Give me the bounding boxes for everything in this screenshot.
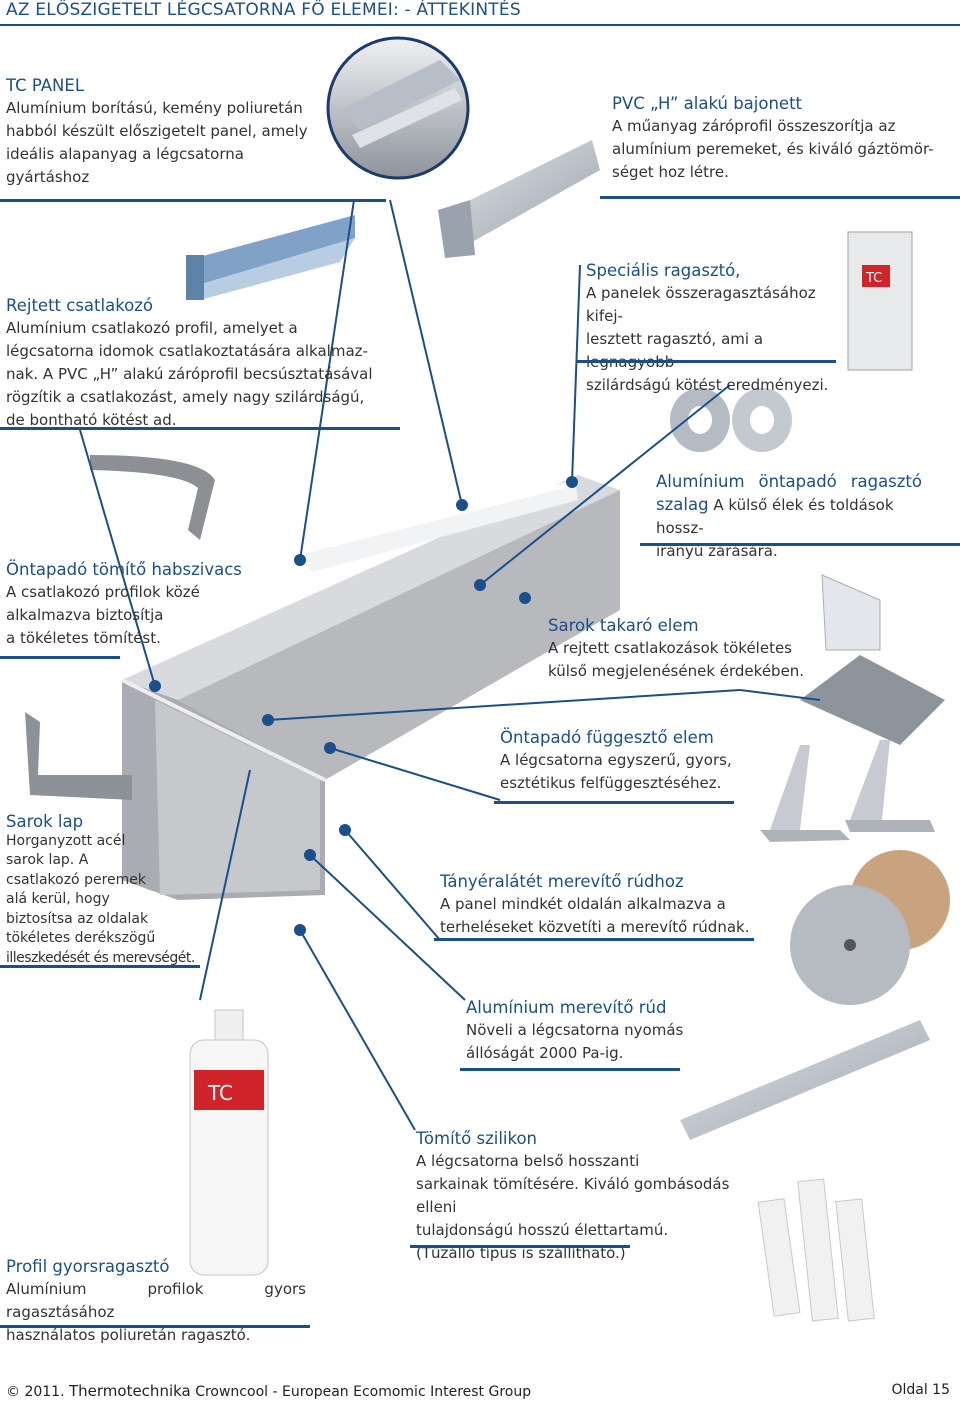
corner-cover-block: Sarok takaró elem A rejtett csatlakozáso… [548, 614, 818, 683]
washer-block: Tányéralátét merevítő rúdhoz A panel min… [440, 870, 770, 939]
pointer-lines [79, 199, 821, 1131]
duct-illustration [121, 475, 620, 900]
silicone-title: Tömítő szilikon [416, 1129, 538, 1148]
tc-panel-block: TC PANEL Alumínium borítású, kemény poli… [6, 74, 316, 189]
pu-glue-bottle-image: TC [189, 1009, 269, 1276]
hanger-rule [494, 801, 734, 804]
hidden-connector-title: Rejtett csatlakozó [6, 296, 154, 315]
hidden-connector-image [186, 215, 355, 300]
rod-rule [460, 1068, 680, 1071]
washer-image [790, 850, 950, 1005]
profile-glue-title: Profil gyorsragasztó [6, 1257, 170, 1276]
pvc-h-rule [600, 196, 960, 199]
hidden-connector-block: Rejtett csatlakozó Alumínium csatlakozó … [6, 294, 396, 432]
header-rule [0, 24, 960, 26]
page-title: AZ ELŐSZIGETELT LÉGCSATORNA FŐ ELEMEI: -… [6, 0, 521, 20]
page-number: Oldal 15 [891, 1382, 950, 1398]
hanger-block: Öntapadó függesztő elem A légcsatorna eg… [500, 726, 760, 795]
corner-plate-title: Sarok lap [6, 812, 84, 831]
footer-group: Crowncool - European Ecomomic Interest G… [195, 1384, 532, 1400]
foam-strip-image [90, 455, 215, 540]
corner-cover-title: Sarok takaró elem [548, 616, 699, 635]
special-glue-rule [576, 360, 836, 363]
aluminium-tape-image [670, 388, 792, 452]
rod-title: Alumínium merevítő rúd [466, 998, 667, 1017]
svg-text:TC: TC [207, 1081, 233, 1105]
special-glue-block: Speciális ragasztó, A panelek összeragas… [586, 259, 846, 397]
rod-block: Alumínium merevítő rúd Növeli a légcsato… [466, 996, 726, 1065]
profile-glue-rule [0, 1325, 310, 1328]
hanger-title: Öntapadó függesztő elem [500, 728, 714, 747]
pvc-h-block: PVC „H” alakú bajonett A műanyag zárópro… [612, 92, 952, 184]
footer-company: Thermotechnika [68, 1382, 191, 1400]
washer-rule [434, 938, 754, 941]
hidden-connector-rule [0, 427, 400, 430]
foam-rule [0, 656, 120, 659]
silicone-rule [410, 1245, 630, 1248]
profile-glue-block: Profil gyorsragasztó Alumínium profilok … [6, 1257, 306, 1344]
special-glue-title: Speciális ragasztó, [586, 261, 741, 280]
pvc-h-profile-image [438, 140, 600, 258]
corner-cover-image [800, 574, 945, 745]
silicone-tubes-image [757, 1178, 875, 1322]
tc-panel-title: TC PANEL [6, 76, 85, 95]
foam-block: Öntapadó tömítő habszivacs A csatlakozó … [6, 558, 266, 650]
tape-rule [640, 543, 960, 546]
corner-plate-block: Sarok lap Horganyzott acél sarok lap. A … [6, 812, 195, 966]
footer-copyright: © 2011. [6, 1384, 65, 1400]
corner-plate-rule [0, 965, 200, 968]
pvc-h-title: PVC „H” alakú bajonett [612, 94, 803, 113]
silicone-block: Tömítő szilikon A légcsatorna belső hoss… [416, 1127, 766, 1265]
tape-block: Alumínium öntapadó ragasztó szalag A kül… [656, 472, 922, 560]
tc-panel-rule [0, 199, 386, 202]
footer-left: © 2011. Thermotechnika Crowncool - Europ… [6, 1382, 531, 1400]
washer-title: Tányéralátét merevítő rúdhoz [440, 872, 684, 891]
glue-canister-image: TC [847, 231, 913, 371]
corner-plate-image [25, 712, 132, 800]
foam-title: Öntapadó tömítő habszivacs [6, 560, 242, 579]
tc-panel-image [326, 36, 470, 180]
hanger-image [760, 740, 935, 842]
svg-text:TC: TC [865, 271, 882, 286]
tape-title: Alumínium öntapadó ragasztó [656, 472, 922, 491]
rod-image [680, 1020, 930, 1140]
